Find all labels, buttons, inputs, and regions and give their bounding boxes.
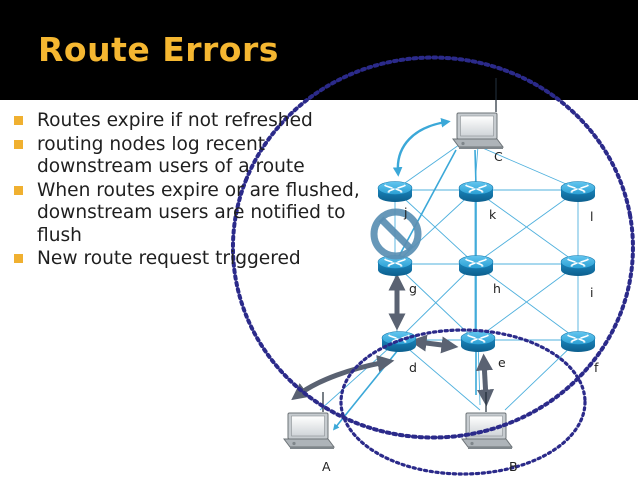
- router-d: [381, 330, 417, 353]
- node-label-a: A: [322, 459, 331, 474]
- router-f: [560, 330, 596, 353]
- node-label-g: g: [409, 281, 417, 296]
- laptop-a: [283, 412, 335, 450]
- bullet-item: New route request triggered: [14, 248, 374, 271]
- router-j: [377, 180, 413, 203]
- router-k: [458, 180, 494, 203]
- antennas: [322, 78, 497, 412]
- router-l: [560, 180, 596, 203]
- node-label-c: C: [494, 149, 503, 164]
- bullet-item: Routes expire if not refreshed: [14, 110, 374, 133]
- node-label-e: e: [498, 355, 506, 370]
- node-label-k: k: [489, 207, 497, 222]
- bullet-text: When routes expire or are flushed, downs…: [37, 179, 360, 246]
- router-i: [560, 254, 596, 277]
- no-entry-icon: [370, 208, 422, 260]
- title-bar: Route Errors: [0, 0, 638, 100]
- bullet-text: New route request triggered: [37, 248, 301, 269]
- node-label-b: B: [509, 459, 518, 474]
- dotted-ellipse-ab: [339, 328, 587, 476]
- node-label-d: d: [409, 360, 417, 375]
- node-label-i: i: [590, 285, 593, 300]
- node-label-h: h: [493, 281, 501, 296]
- router-e: [460, 330, 496, 353]
- bullet-marker: [14, 185, 23, 195]
- bullet-text: Routes expire if not refreshed: [37, 110, 313, 131]
- router-h: [458, 254, 494, 277]
- bullet-marker: [14, 139, 23, 149]
- laptop-c: [452, 112, 504, 150]
- dotted-circle: [230, 178, 635, 440]
- bullet-text: routing nodes log recent downstream user…: [37, 133, 305, 178]
- bullet-list: Routes expire if not refreshed routing n…: [14, 110, 374, 272]
- bullet-item: routing nodes log recent downstream user…: [14, 134, 374, 179]
- bullet-item: When routes expire or are flushed, downs…: [14, 180, 374, 248]
- bullet-marker: [14, 254, 23, 263]
- node-label-l: l: [590, 209, 593, 224]
- bullet-marker: [14, 116, 23, 125]
- dotted-circle-top-arc: [244, 55, 632, 217]
- slide-title: Route Errors: [38, 30, 279, 69]
- arrow-c-to-j: [392, 118, 451, 177]
- node-label-j: j: [403, 205, 407, 220]
- node-label-f: f: [594, 360, 599, 375]
